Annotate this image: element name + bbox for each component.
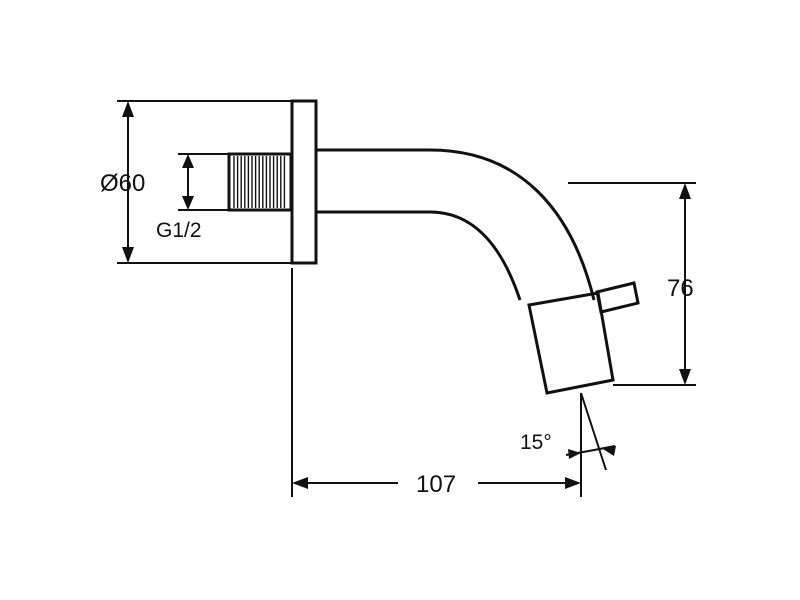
wall-flange bbox=[290, 99, 318, 265]
height-dimension: 76 bbox=[568, 182, 696, 386]
length-dimension: 107 bbox=[291, 268, 582, 498]
thread-dimension: G1/2 bbox=[156, 153, 229, 242]
flange-diameter-label: Ø60 bbox=[100, 170, 145, 197]
angle-dimension: 15° bbox=[520, 392, 616, 471]
outlet-nozzle bbox=[527, 291, 615, 395]
spout-body bbox=[316, 148, 596, 301]
threaded-connector bbox=[227, 152, 293, 212]
angle-label: 15° bbox=[520, 431, 552, 454]
length-label: 107 bbox=[416, 471, 456, 498]
thread-label: G1/2 bbox=[156, 219, 202, 242]
lever-handle bbox=[595, 281, 640, 314]
flange-diameter-dimension: Ø60 bbox=[100, 100, 292, 264]
height-label: 76 bbox=[667, 275, 694, 302]
